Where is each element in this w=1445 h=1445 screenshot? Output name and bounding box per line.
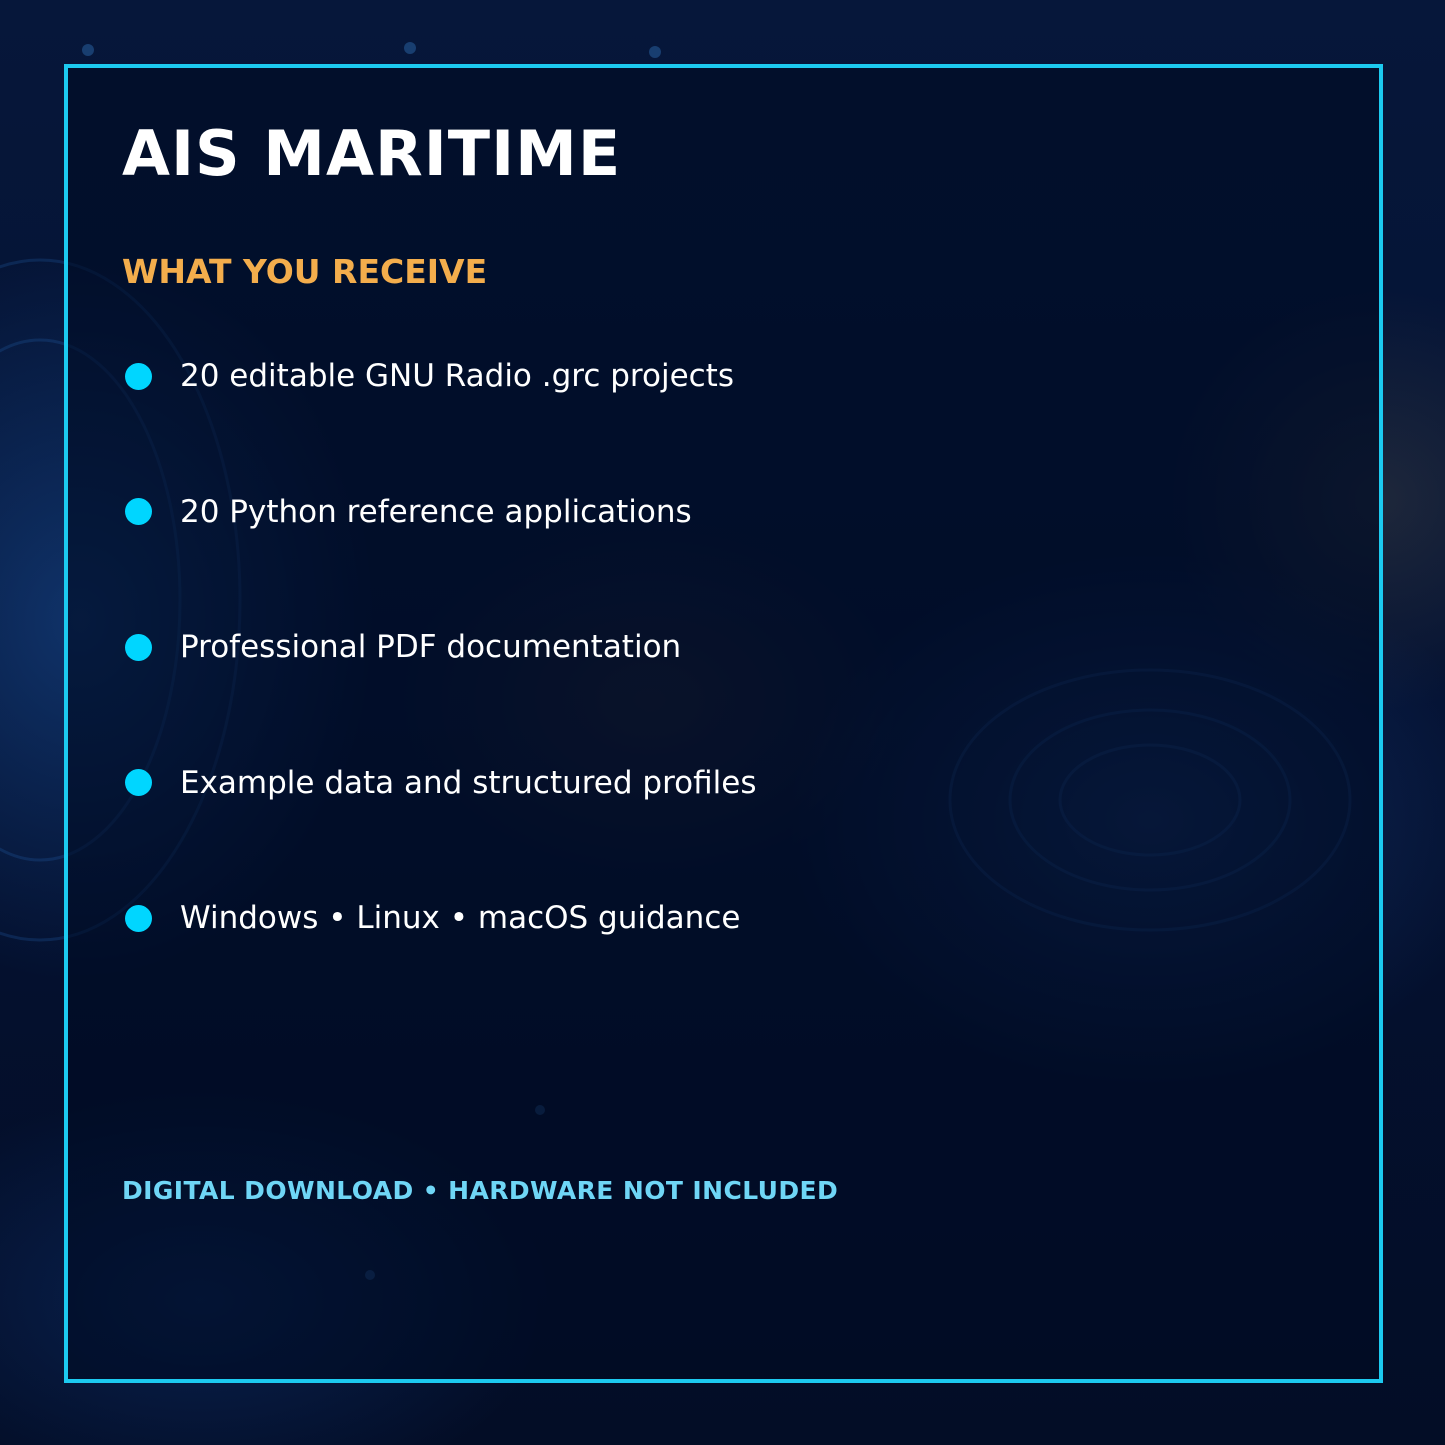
list-item: Example data and structured profiles [122,745,756,821]
bullet-dot-icon [125,904,152,932]
feature-text: Windows • Linux • macOS guidance [180,900,741,936]
list-item: Professional PDF documentation [122,609,756,685]
footer-note: DIGITAL DOWNLOAD • HARDWARE NOT INCLUDED [122,1176,839,1205]
section-heading: WHAT YOU RECEIVE [122,252,488,291]
feature-text: 20 Python reference applications [180,493,692,530]
feature-list: 20 editable GNU Radio .grc projects 20 P… [122,338,756,1016]
feature-text: Professional PDF documentation [180,629,682,665]
bullet-dot-icon [125,498,152,525]
list-item: Windows • Linux • macOS guidance [122,880,756,956]
list-item: 20 Python reference applications [122,474,756,550]
bullet-dot-icon [125,769,152,796]
feature-text: Example data and structured profiles [180,764,757,801]
bullet-dot-icon [125,633,152,661]
content-panel: AIS MARITIME WHAT YOU RECEIVE 20 editabl… [64,64,1383,1383]
feature-text: 20 editable GNU Radio .grc projects [180,358,734,394]
page-title: AIS MARITIME [122,117,622,190]
list-item: 20 editable GNU Radio .grc projects [122,338,756,414]
bullet-dot-icon [125,362,152,390]
